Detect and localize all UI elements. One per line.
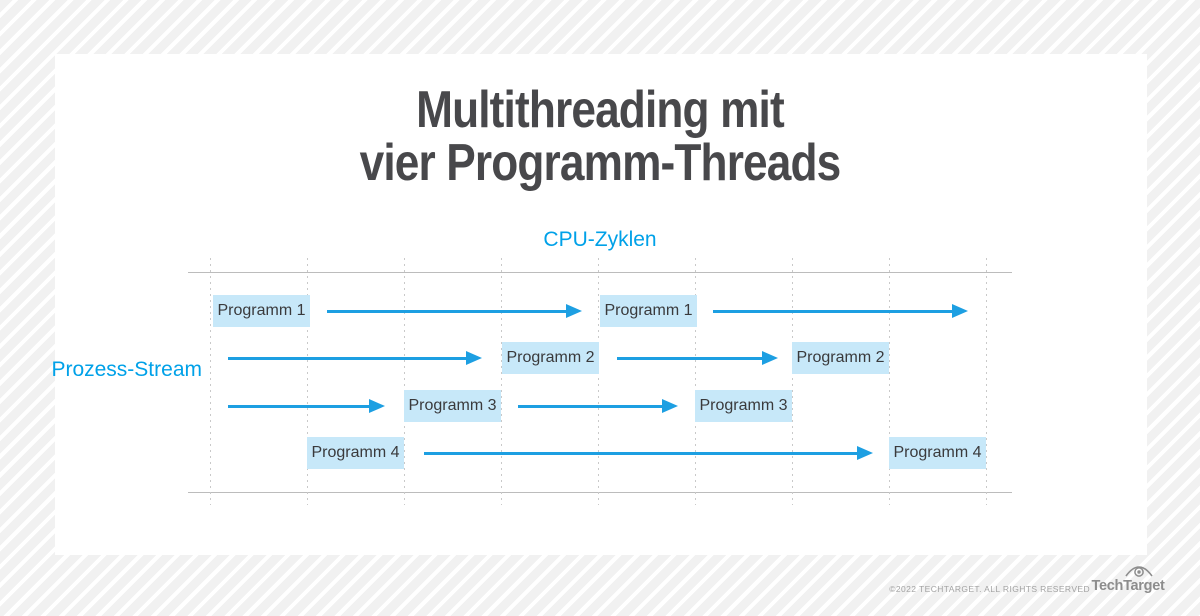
thread-arrow-line-thread-4 <box>424 451 859 455</box>
thread-arrow-line-thread-1 <box>713 309 954 313</box>
cpu-cycle-gridline <box>307 258 308 505</box>
thread-arrow-head-thread-2 <box>762 351 778 365</box>
thread-arrow-line-thread-2 <box>228 356 468 360</box>
program-box-thread-4: Programm 4 <box>307 437 404 469</box>
cpu-cycle-gridline <box>792 258 793 505</box>
program-box-thread-2: Programm 2 <box>502 342 599 374</box>
thread-arrow-head-thread-4 <box>857 446 873 460</box>
cpu-cycle-gridline <box>695 258 696 505</box>
program-box-thread-4: Programm 4 <box>889 437 986 469</box>
thread-arrow-head-thread-2 <box>466 351 482 365</box>
thread-arrow-line-thread-3 <box>228 404 371 408</box>
program-box-thread-3: Programm 3 <box>695 390 792 422</box>
cpu-cycle-gridline <box>889 258 890 505</box>
cpu-cycle-gridline <box>404 258 405 505</box>
copyright-text: ©2022 TECHTARGET. ALL RIGHTS RESERVED <box>889 584 1090 594</box>
eye-icon <box>1125 566 1153 577</box>
cpu-cycle-gridline <box>501 258 502 505</box>
program-box-thread-1: Programm 1 <box>600 295 697 327</box>
cpu-zyklen-label: CPU-Zyklen <box>543 228 657 251</box>
thread-arrow-head-thread-1 <box>952 304 968 318</box>
thread-arrow-line-thread-1 <box>327 309 568 313</box>
cpu-cycle-gridline <box>986 258 987 505</box>
techtarget-logo: TechTarget <box>1092 563 1165 594</box>
thread-arrow-head-thread-3 <box>369 399 385 413</box>
thread-arrow-line-thread-3 <box>518 404 664 408</box>
title-line-2: vier Programm-Threads <box>359 134 842 192</box>
cpu-cycle-gridline <box>598 258 599 505</box>
techtarget-wordmark: TechTarget <box>1091 578 1165 594</box>
title-line-1: Multithreading mit <box>416 81 785 139</box>
prozess-stream-label: Prozess-Stream <box>51 358 202 381</box>
thread-arrow-head-thread-1 <box>566 304 582 318</box>
program-box-thread-1: Programm 1 <box>213 295 310 327</box>
program-box-thread-3: Programm 3 <box>404 390 501 422</box>
footer: ©2022 TECHTARGET. ALL RIGHTS RESERVED Te… <box>0 560 1200 616</box>
thread-arrow-line-thread-2 <box>617 356 764 360</box>
cpu-axis-top-line <box>188 272 1012 273</box>
cpu-axis-bottom-line <box>188 492 1012 493</box>
thread-arrow-head-thread-3 <box>662 399 678 413</box>
program-box-thread-2: Programm 2 <box>792 342 889 374</box>
cpu-cycle-gridline <box>210 258 211 505</box>
